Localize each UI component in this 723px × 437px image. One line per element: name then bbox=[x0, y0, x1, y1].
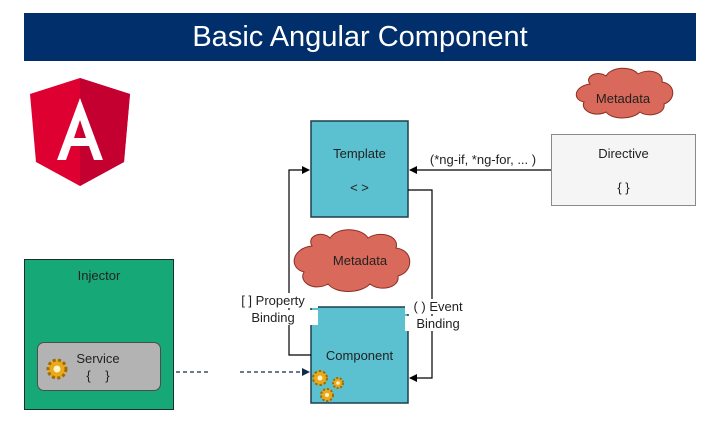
template-symbol: < > bbox=[350, 180, 369, 195]
directive-symbol: { } bbox=[617, 180, 630, 195]
service-gear-icon bbox=[46, 358, 68, 380]
page-title: Basic Angular Component bbox=[192, 20, 528, 53]
template-node bbox=[310, 120, 409, 218]
title-bar: Basic Angular Component bbox=[24, 13, 696, 61]
event-binding-arrow bbox=[408, 189, 433, 382]
directive-edge-label: (*ng-if, *ng-for, ... ) bbox=[429, 152, 537, 167]
metadata-cloud-top bbox=[575, 67, 674, 119]
template-label: Template bbox=[333, 146, 386, 161]
event-binding-label-line1: ( ) Event bbox=[405, 299, 471, 314]
angular-logo-icon bbox=[30, 78, 130, 186]
service-label: Service bbox=[76, 351, 120, 366]
metadata-cloud-middle bbox=[293, 229, 411, 292]
injector-label: Injector bbox=[77, 268, 121, 283]
property-binding-arrow bbox=[288, 166, 311, 356]
service-symbol: { } bbox=[86, 368, 110, 383]
directive-label: Directive bbox=[598, 146, 649, 161]
gears-icon bbox=[312, 370, 344, 402]
metadata-cloud-middle-label: Metadata bbox=[332, 253, 388, 268]
component-label: Component bbox=[325, 348, 394, 363]
property-binding-label-line2: Binding bbox=[228, 310, 318, 325]
event-binding-label-line2: Binding bbox=[405, 316, 471, 331]
property-binding-label-line1: [ ] Property bbox=[228, 293, 318, 308]
directive-node bbox=[551, 134, 696, 206]
metadata-cloud-top-label: Metadata bbox=[595, 91, 651, 106]
